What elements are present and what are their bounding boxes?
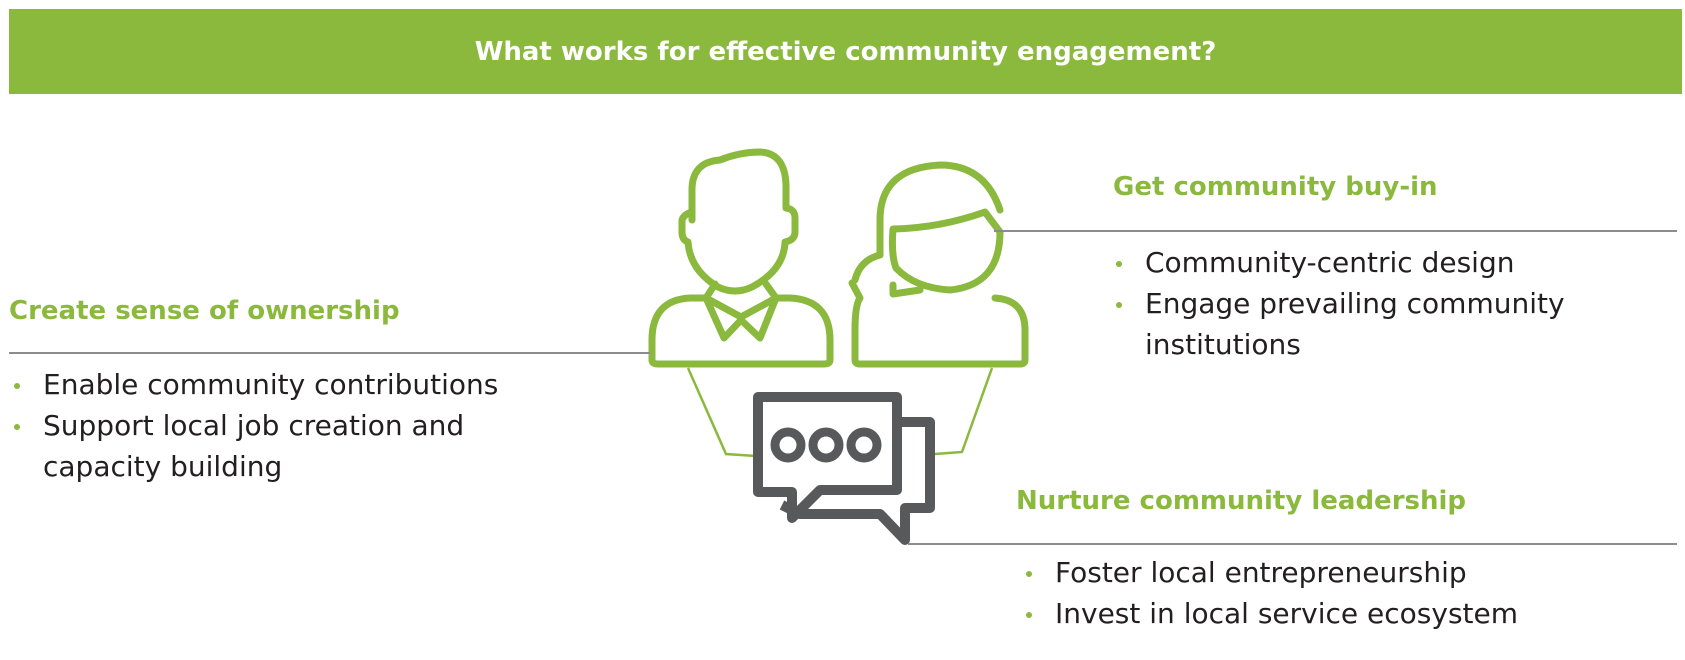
heading-ownership: Create sense of ownership [9, 296, 400, 326]
list-item: Foster local entrepreneurship [1022, 552, 1672, 593]
list-item: Enable community contributions [10, 364, 570, 405]
list-item: Invest in local service ecosystem [1022, 593, 1672, 634]
list-ownership: Enable community contributions Support l… [10, 364, 570, 487]
list-leadership: Foster local entrepreneurship Invest in … [1022, 552, 1672, 634]
list-buy-in: Community-centric design Engage prevaili… [1112, 242, 1672, 365]
divider-leadership [908, 543, 1677, 545]
connector-lines [686, 367, 994, 458]
heading-buy-in: Get community buy-in [1113, 172, 1438, 202]
heading-leadership: Nurture community leadership [1016, 486, 1467, 516]
list-item: Support local job creation and capacity … [10, 405, 570, 487]
list-item: Engage prevailing community institutions [1112, 283, 1672, 365]
list-item: Community-centric design [1112, 242, 1672, 283]
chat-bubbles-icon [753, 392, 935, 545]
woman-icon [848, 161, 1029, 368]
divider-buy-in [994, 230, 1677, 232]
title-banner: What works for effective community engag… [9, 9, 1682, 94]
page-title: What works for effective community engag… [474, 36, 1217, 67]
divider-ownership [9, 352, 650, 354]
man-icon [648, 148, 834, 368]
